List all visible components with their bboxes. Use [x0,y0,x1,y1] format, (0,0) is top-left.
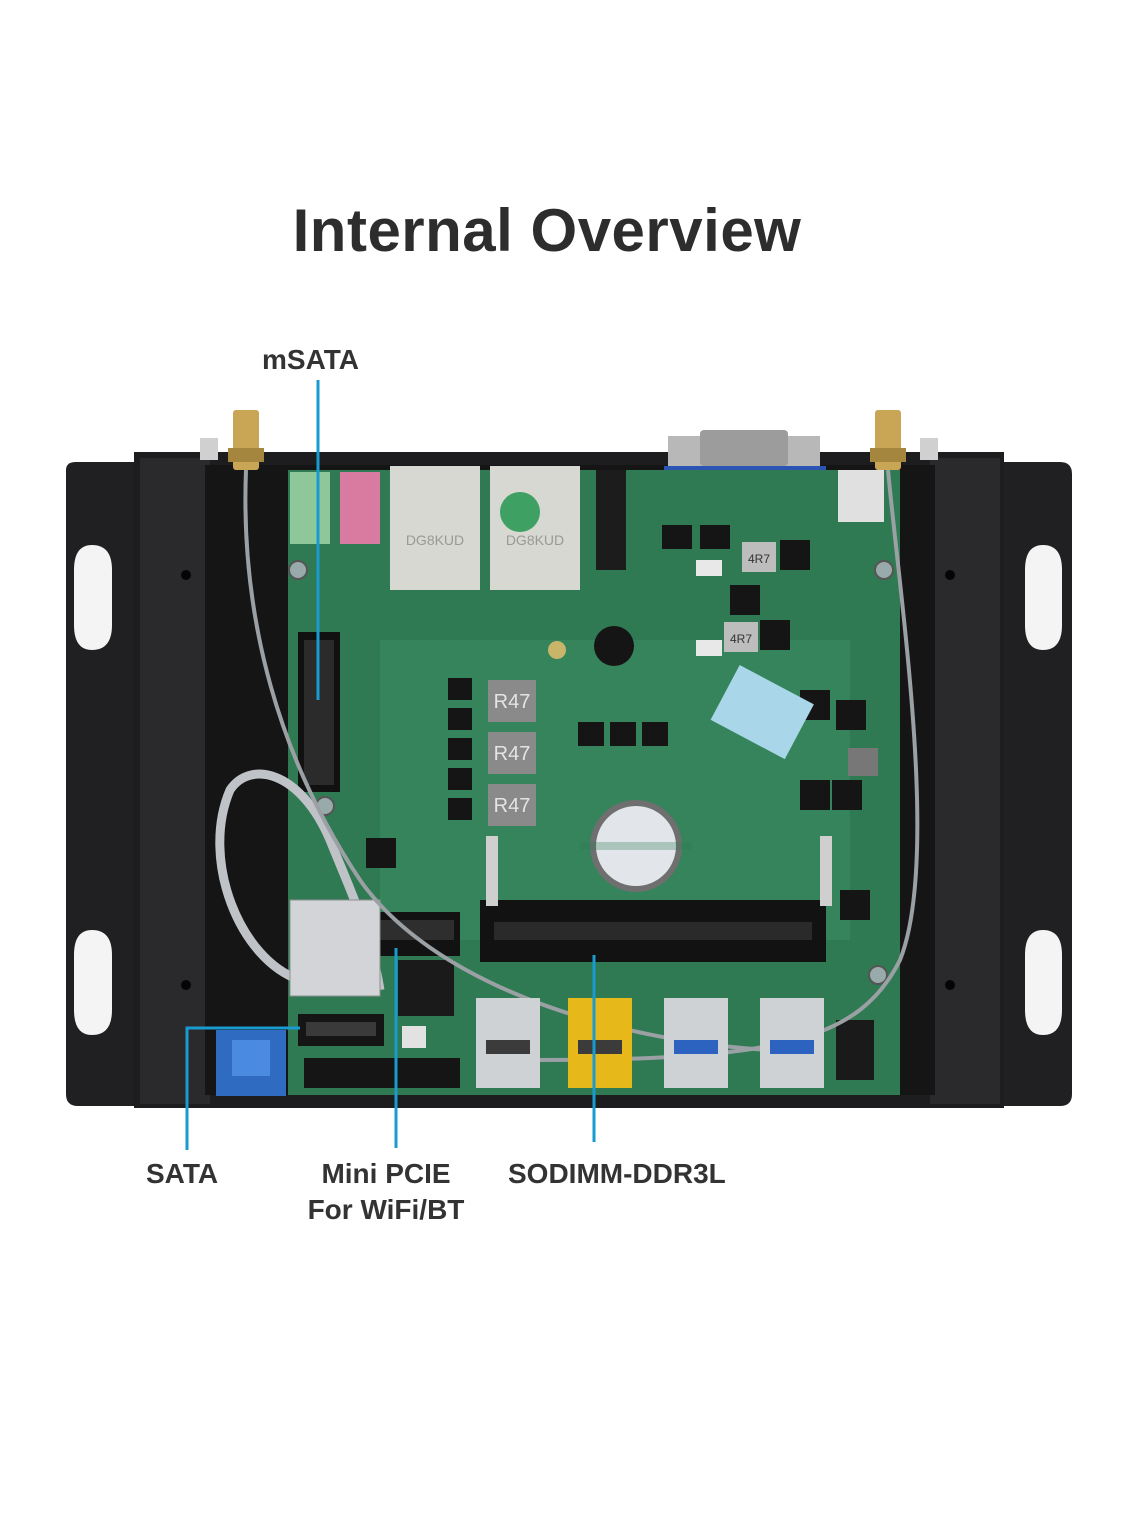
inductor-marking-1: R47 [494,691,531,713]
inductor-marking-3: R47 [494,795,531,817]
lan-marking-2: DG8KUD [506,532,564,548]
msata-label: mSATA [262,344,359,375]
inductors: R47 R47 R47 [488,680,536,826]
left-mounting-bracket [66,462,140,1106]
page-title: Internal Overview [292,197,802,264]
antenna-connector-left [200,410,264,470]
inductor-marking-2: R47 [494,743,531,765]
sata-connector [298,1014,460,1088]
callout-lines [185,380,596,1150]
sata-callout-line [185,1026,300,1150]
mini-pcie-label-line2: For WiFi/BT [307,1194,465,1225]
smd-components [366,525,870,920]
audio-jacks [290,472,380,544]
lan-ports: DG8KUD DG8KUD [390,466,580,590]
cmos-battery [580,800,692,892]
chip-marking-a: 4R7 [748,552,770,566]
mini-pcie-label-line1: Mini PCIE [321,1158,451,1189]
sata-label: SATA [146,1158,219,1189]
right-mounting-bracket [1000,462,1072,1106]
small-chips: 4R7 4R7 [724,542,878,776]
label-sticker [710,664,814,760]
antenna-connector-right [870,410,938,470]
lan-marking-1: DG8KUD [406,532,464,548]
sodimm-slot [480,836,832,962]
sodimm-label: SODIMM-DDR3L [508,1158,726,1189]
sata-cable [215,769,385,1096]
pin-header [398,960,874,1080]
vertical-connector [596,470,626,570]
antenna-cable-right [539,469,920,1062]
buzzer [594,626,634,666]
usb-ports [476,998,824,1088]
mini-pcie-label: Mini PCIE For WiFi/BT [286,1156,486,1228]
dc-jack [838,470,884,522]
chip-marking-b: 4R7 [730,632,752,646]
